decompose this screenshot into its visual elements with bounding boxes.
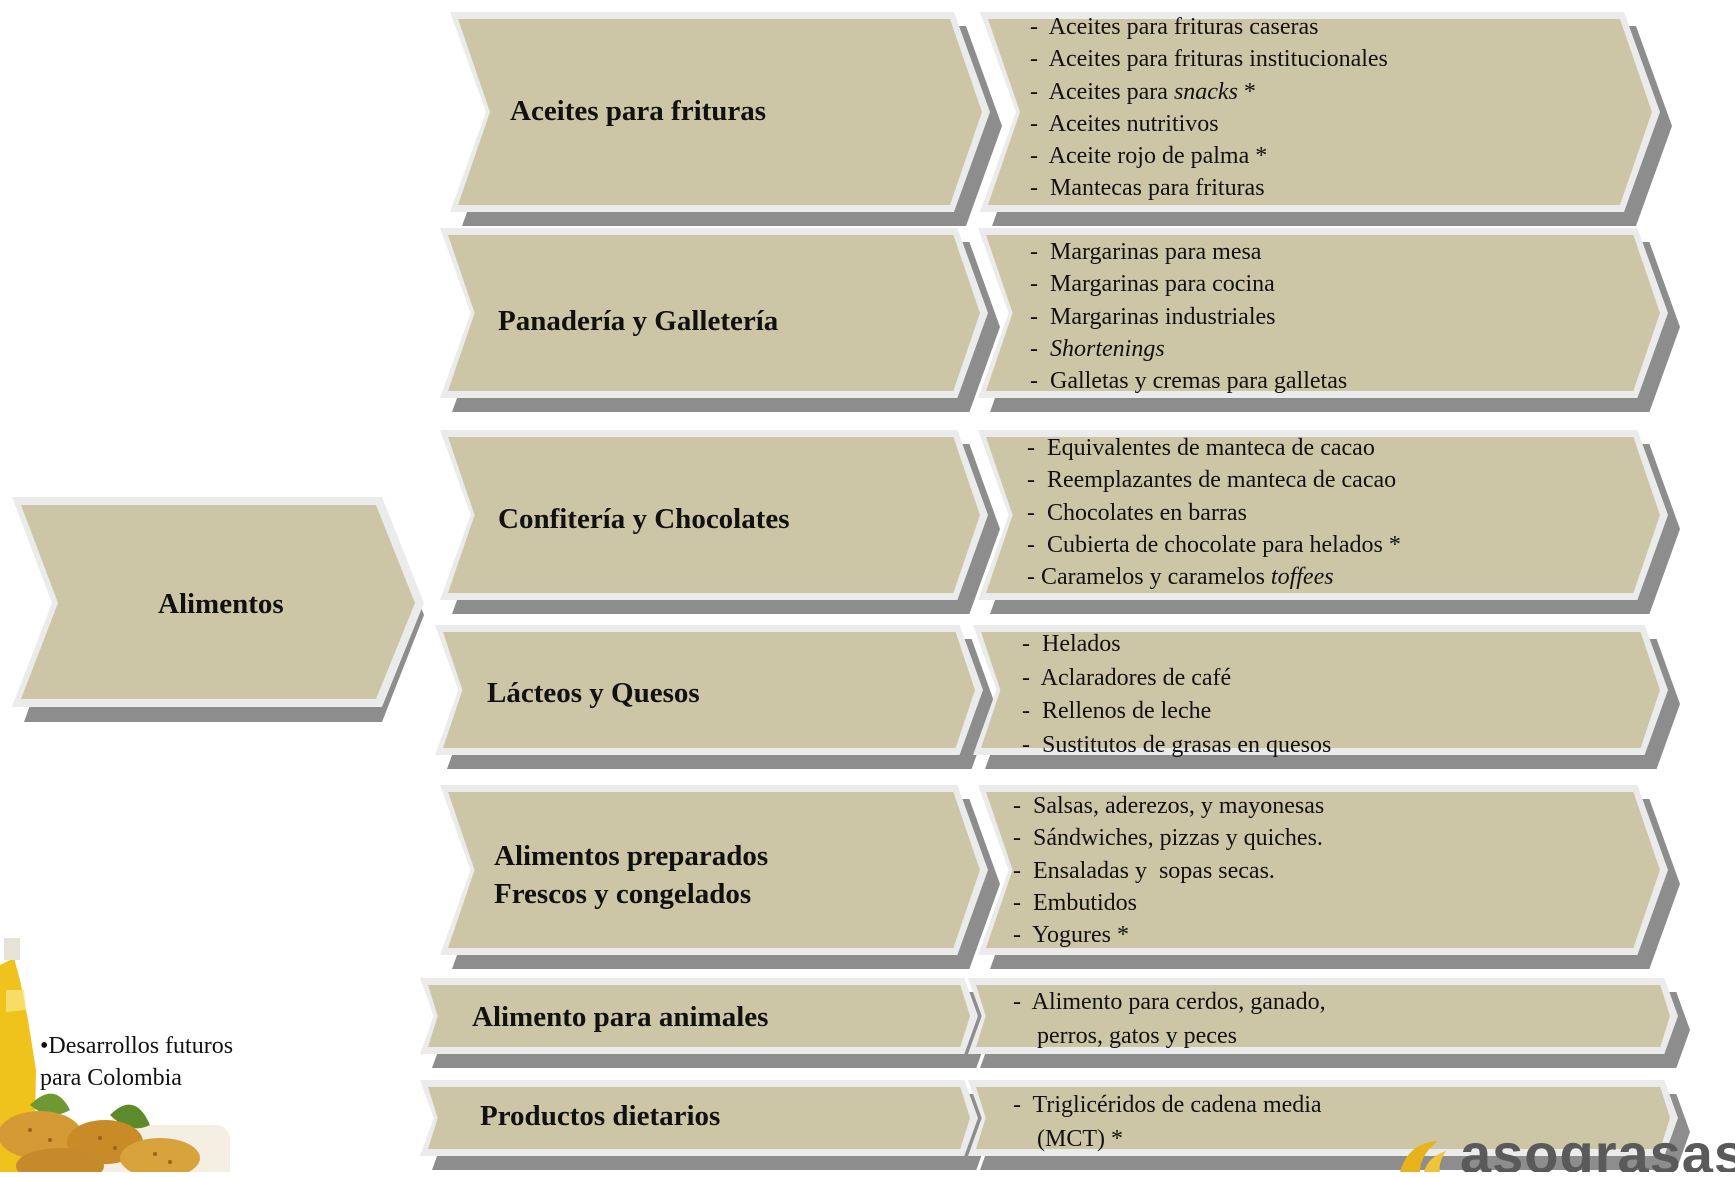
item-text: perros, gatos y peces: [1013, 1023, 1237, 1049]
list-item: - Aceites para frituras institucionales: [1030, 43, 1388, 75]
category-label: Aceites para frituras: [510, 95, 767, 127]
oil-cookies-photo: [0, 930, 230, 1177]
item-text: - Mantecas para frituras: [1030, 175, 1265, 202]
item-text: - Sustitutos de grasas en quesos: [1022, 731, 1332, 758]
logo-text: asograsas: [1460, 1135, 1735, 1172]
asograsas-logo: asograsas: [1390, 1135, 1735, 1172]
item-text: (MCT) *: [1013, 1126, 1123, 1152]
category-label: Productos dietarios: [480, 1100, 721, 1132]
list-item: (MCT) *: [1013, 1122, 1322, 1156]
item-text: - Embutidos: [1013, 889, 1137, 916]
category-items: - Aceites para frituras caseras - Aceites…: [1030, 11, 1388, 205]
items-chevron-5-fill: [976, 985, 1670, 1047]
list-item: - Galletas y cremas para galletas: [1030, 365, 1347, 397]
footnote: •Desarrollos futuros para Colombia: [40, 1030, 233, 1094]
list-item: - Chocolates en barras: [1027, 497, 1401, 529]
category-chevron-0-fill: [458, 19, 982, 205]
items-chevron-6-fill: [976, 1087, 1670, 1149]
list-item: - Margarinas para mesa: [1030, 236, 1347, 268]
list-item: - Shortenings: [1030, 333, 1347, 365]
list-item: - Caramelos y caramelos toffees: [1027, 561, 1401, 593]
item-text: - Equivalentes de manteca de cacao: [1027, 435, 1375, 461]
list-item: - Aceites para frituras caseras: [1030, 11, 1388, 43]
item-text: - Aceites para: [1030, 78, 1174, 105]
list-item: - Cubierta de chocolate para helados *: [1027, 529, 1401, 561]
category-label: Alimento para animales: [472, 1001, 769, 1033]
category-items: - Alimento para cerdos, ganado, perros, …: [1013, 985, 1326, 1053]
footnote-line-1: •Desarrollos futuros: [40, 1033, 234, 1059]
category-label: Lácteos y Quesos: [487, 677, 700, 709]
root-label: Alimentos: [158, 588, 284, 620]
item-text: - Aceite rojo de palma *: [1030, 143, 1268, 170]
items-chevron-2-fill: [986, 437, 1660, 593]
list-item: - Margarinas para cocina: [1030, 268, 1347, 300]
list-item: - Margarinas industriales: [1030, 301, 1347, 333]
item-text: - Caramelos y caramelos: [1027, 564, 1271, 591]
list-item: - Sustitutos de grasas en quesos: [1022, 729, 1331, 763]
item-text: - Salsas, aderezos, y mayonesas: [1013, 793, 1325, 819]
list-item: - Aceite rojo de palma *: [1030, 140, 1388, 172]
list-item: - Rellenos de leche: [1022, 695, 1331, 729]
list-item: - Yogures *: [1013, 919, 1324, 951]
list-item: - Aclaradores de café: [1022, 662, 1331, 696]
items-chevron-0-fill: [988, 19, 1652, 205]
item-text: - Ensaladas y sopas secas.: [1013, 857, 1275, 884]
items-chevron-4-fill: [986, 792, 1660, 948]
item-text: - Margarinas para cocina: [1030, 271, 1275, 298]
item-text: toffees: [1270, 564, 1334, 591]
list-item: - Aceites para snacks *: [1030, 76, 1388, 108]
footnote-line-2: para Colombia: [40, 1065, 182, 1091]
category-items: - Margarinas para mesa - Margarinas para …: [1030, 236, 1347, 397]
list-item: - Ensaladas y sopas secas.: [1013, 855, 1324, 887]
items-chevron-3-fill: [981, 632, 1660, 748]
item-text: - Rellenos de leche: [1022, 698, 1212, 724]
item-text: - Chocolates en barras: [1027, 499, 1247, 526]
item-text: - Aceites nutritivos: [1030, 110, 1219, 137]
item-text: -: [1030, 335, 1050, 362]
list-item: - Equivalentes de manteca de cacao: [1027, 432, 1401, 464]
list-item: - Embutidos: [1013, 887, 1324, 919]
category-items: - Helados - Aclaradores de café - Rellenos…: [1022, 628, 1331, 762]
category-chevron-6-fill: [428, 1087, 970, 1149]
list-item: - Sándwiches, pizzas y quiches.: [1013, 822, 1324, 854]
category-label: Confitería y Chocolates: [498, 503, 790, 535]
items-chevron-1-fill: [986, 235, 1660, 391]
item-text: - Helados: [1022, 631, 1121, 657]
item-text: - Galletas y cremas para galletas: [1030, 368, 1348, 395]
category-chevron-1-fill: [448, 235, 980, 391]
item-text: - Reemplazantes de manteca de cacao: [1027, 467, 1397, 494]
category-chevron-2-fill: [448, 437, 980, 593]
item-text: - Alimento para cerdos, ganado,: [1013, 989, 1326, 1015]
item-text: - Aclaradores de café: [1022, 664, 1232, 691]
category-chevron-4-fill: [448, 792, 980, 948]
list-item: - Helados: [1022, 628, 1331, 662]
item-text: - Sándwiches, pizzas y quiches.: [1013, 825, 1323, 852]
item-text: - Aceites para frituras caseras: [1030, 14, 1319, 40]
list-item: - Aceites nutritivos: [1030, 108, 1388, 140]
list-item: perros, gatos y peces: [1013, 1019, 1326, 1053]
item-text: - Margarinas industriales: [1030, 303, 1276, 330]
category-items: - Salsas, aderezos, y mayonesas - Sándwic…: [1013, 790, 1324, 951]
list-item: - Reemplazantes de manteca de cacao: [1027, 464, 1401, 496]
item-text: - Triglicéridos de cadena media: [1013, 1092, 1322, 1118]
item-text: snacks: [1173, 78, 1238, 105]
item-text: - Aceites para frituras institucionales: [1030, 46, 1388, 73]
category-label: Alimentos preparados Frescos y congelado…: [494, 840, 769, 910]
item-text: *: [1237, 78, 1256, 105]
category-chevron-5-fill: [428, 985, 970, 1047]
root-chevron-fill: [21, 505, 415, 699]
list-item: - Alimento para cerdos, ganado,: [1013, 985, 1326, 1019]
category-chevron-3-fill: [443, 632, 975, 748]
category-items: - Triglicéridos de cadena media (MCT) *: [1013, 1088, 1322, 1156]
category-items: - Equivalentes de manteca de cacao - Reem…: [1027, 432, 1401, 593]
list-item: - Mantecas para frituras: [1030, 172, 1388, 204]
item-text: - Margarinas para mesa: [1030, 239, 1262, 265]
item-text: - Cubierta de chocolate para helados *: [1027, 531, 1401, 558]
category-label: Panadería y Galletería: [498, 305, 779, 337]
item-text: - Yogures *: [1013, 922, 1130, 949]
list-item: - Salsas, aderezos, y mayonesas: [1013, 790, 1324, 822]
item-text: Shortenings: [1050, 335, 1165, 362]
list-item: - Triglicéridos de cadena media: [1013, 1088, 1322, 1122]
